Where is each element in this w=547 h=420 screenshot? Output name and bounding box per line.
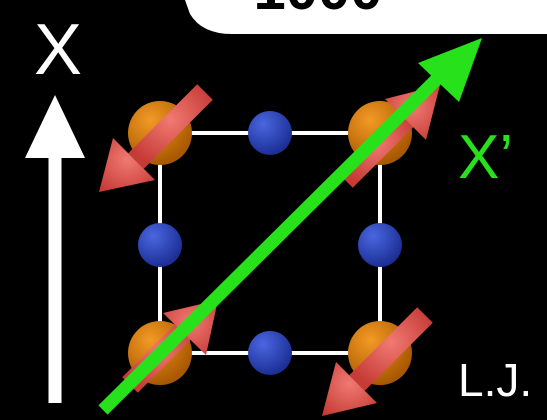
x-prime-axis-label: X’ — [458, 123, 513, 192]
edge-atoms — [138, 111, 402, 375]
spin-arrow-top-right — [337, 85, 440, 188]
x-prime-axis-shaft — [98, 61, 455, 415]
edge-atom-top — [248, 111, 292, 155]
banner-shape — [185, 0, 547, 34]
spin-arrow-top-left — [99, 84, 213, 192]
edge-atom-left — [138, 223, 182, 267]
title-banner: 1000 — [185, 0, 547, 34]
edge-atom-right — [358, 223, 402, 267]
spin-arrow-bottom-right — [322, 307, 433, 416]
edge-atom-bottom — [248, 331, 292, 375]
x-axis-label: X — [34, 10, 82, 90]
x-axis-arrowhead — [25, 95, 85, 158]
x-prime-axis-arrowhead — [418, 38, 482, 102]
credit-text: L.J. S — [458, 354, 547, 406]
x-prime-axis: X’ — [98, 38, 513, 415]
banner-text: 1000 — [253, 0, 382, 22]
x-axis: X — [25, 10, 85, 403]
